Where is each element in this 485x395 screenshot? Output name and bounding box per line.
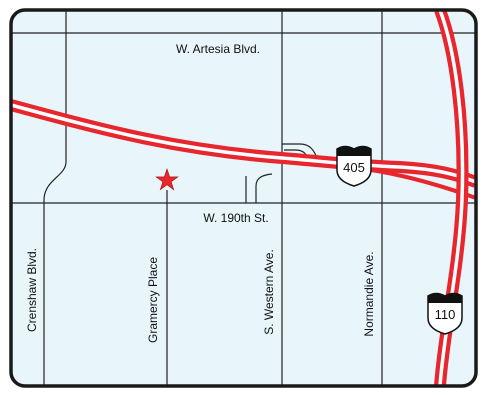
label-gramercy-place: Gramercy Place bbox=[146, 257, 160, 343]
label-w-190th-st: W. 190th St. bbox=[203, 211, 268, 225]
map-background bbox=[11, 10, 476, 386]
label-normandie-ave: Normandie Ave. bbox=[362, 251, 376, 336]
star-icon bbox=[155, 168, 179, 191]
street-grid bbox=[11, 10, 476, 386]
shield-label-110: 110 bbox=[435, 307, 456, 322]
map-border bbox=[9, 8, 478, 388]
label-s-western-ave: S. Western Ave. bbox=[262, 249, 276, 335]
label-w-artesia-blvd: W. Artesia Blvd. bbox=[176, 42, 260, 56]
shield-label-405: 405 bbox=[343, 160, 365, 175]
label-crenshaw-blvd: Crenshaw Blvd. bbox=[25, 248, 39, 332]
interstate-shield-405: 405 bbox=[336, 145, 372, 187]
crenshaw-blvd-line bbox=[43, 10, 67, 386]
interstate-shield-110: 110 bbox=[427, 292, 463, 335]
ramp-southeast bbox=[255, 173, 273, 203]
